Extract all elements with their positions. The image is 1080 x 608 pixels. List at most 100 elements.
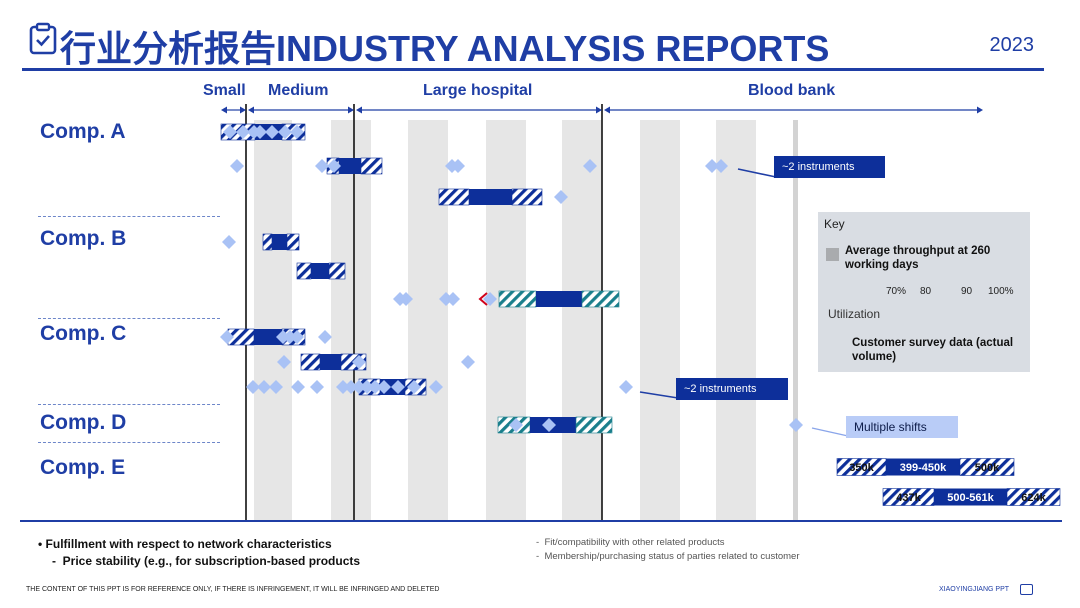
throughput-column — [562, 120, 602, 520]
bullet-main-text: Fulfillment with respect to network char… — [45, 537, 332, 551]
survey-diamond — [318, 330, 332, 344]
survey-diamond — [290, 125, 304, 139]
survey-diamond — [230, 159, 244, 173]
alert-chevron-icon — [478, 292, 488, 306]
survey-diamond — [344, 380, 358, 394]
arrow-head-right — [596, 106, 602, 114]
survey-diamond — [257, 380, 271, 394]
row-separator — [38, 404, 220, 405]
range-high-segment — [959, 458, 1015, 476]
legend-average-swatch — [826, 248, 839, 261]
survey-diamond — [336, 380, 350, 394]
legend-average-label: Average throughput at 260 working days — [845, 245, 991, 271]
survey-diamond — [291, 380, 305, 394]
survey-diamond — [705, 159, 719, 173]
survey-diamond — [310, 380, 324, 394]
arrow-head-left — [604, 106, 610, 114]
callout-pointer — [737, 168, 777, 178]
survey-diamond — [223, 125, 237, 139]
note-2-text: Membership/purchasing status of parties … — [544, 551, 800, 562]
clipboard-icon — [26, 22, 60, 56]
category-small: Small — [203, 82, 246, 99]
company-e-label: Comp. E — [40, 456, 126, 479]
bottom-divider — [20, 520, 1062, 522]
arrow-head-right — [240, 106, 246, 114]
category-blood-bank: Blood bank — [748, 82, 836, 99]
survey-diamond — [483, 292, 497, 306]
survey-diamond — [315, 159, 329, 173]
arrow-head-left — [356, 106, 362, 114]
callout-pointer — [811, 427, 849, 437]
survey-diamond — [246, 380, 260, 394]
survey-diamond — [327, 159, 341, 173]
row-separator — [38, 442, 220, 443]
utilization-high-segment — [360, 157, 383, 175]
throughput-column — [331, 120, 371, 520]
page-title: 行业分析报告INDUSTRY ANALYSIS REPORTS — [60, 28, 830, 69]
legend-key: Key Average throughput at 260 working da… — [818, 212, 1030, 372]
bullet-sub: - Price stability (e.g., for subscriptio… — [52, 554, 361, 568]
utilization-high-segment — [575, 416, 613, 434]
row-separator — [38, 318, 220, 319]
survey-diamond — [222, 235, 236, 249]
company-b-label: Comp. B — [40, 227, 127, 250]
utilization-core-segment — [272, 234, 287, 250]
utilization-core-segment — [469, 189, 512, 205]
range-low-label: 437k — [896, 492, 921, 504]
range-high-segment — [1006, 488, 1061, 506]
bullet-main: • Fulfillment with respect to network ch… — [38, 537, 332, 551]
utilization-low-segment — [262, 233, 273, 251]
utilization-core-segment — [339, 158, 361, 174]
survey-diamond — [391, 380, 405, 394]
utilization-high-segment — [328, 262, 346, 280]
survey-diamond — [714, 159, 728, 173]
arrow-head-right — [977, 106, 983, 114]
utilization-high-segment — [581, 290, 620, 308]
throughput-column — [640, 120, 680, 520]
utilization-core-segment — [254, 329, 282, 345]
company-c-label: Comp. C — [40, 322, 127, 345]
survey-diamond — [236, 125, 250, 139]
category-medium: Medium — [268, 82, 329, 99]
survey-diamond — [253, 125, 267, 139]
utilization-low-segment — [498, 290, 537, 308]
throughput-column — [408, 120, 448, 520]
throughput-column — [254, 120, 292, 520]
utilization-low-segment — [300, 353, 321, 371]
footer-disclaimer: THE CONTENT OF THIS PPT IS FOR REFERENCE… — [26, 586, 440, 593]
callout-pointer — [639, 391, 679, 399]
callout-instruments-a: ~2 instruments — [774, 156, 885, 178]
survey-diamond — [619, 380, 633, 394]
legend-tick: 80 — [920, 286, 932, 297]
note-2: - Membership/purchasing status of partie… — [536, 551, 800, 562]
survey-diamond — [277, 355, 291, 369]
row-separator — [38, 216, 220, 217]
utilization-high-segment — [286, 233, 300, 251]
throughput-column — [793, 120, 798, 520]
company-a-label: Comp. A — [40, 120, 126, 143]
survey-diamond — [377, 380, 391, 394]
legend-tick: 70% — [886, 286, 907, 297]
survey-diamond — [352, 380, 366, 394]
survey-diamond — [368, 380, 382, 394]
legend-tick: 100% — [988, 286, 1014, 297]
arrow-head-left — [221, 106, 227, 114]
note-1: - Fit/compatibility with other related p… — [536, 537, 725, 548]
category-large-hospital: Large hospital — [423, 82, 533, 99]
survey-diamond — [399, 292, 413, 306]
utilization-low-segment — [438, 188, 470, 206]
survey-diamond — [451, 159, 465, 173]
range-core-segment — [886, 458, 960, 476]
arrow-head-left — [248, 106, 254, 114]
survey-diamond — [278, 125, 292, 139]
legend-title: Key — [824, 217, 845, 231]
survey-diamond — [352, 355, 366, 369]
survey-diamond — [429, 380, 443, 394]
survey-diamond — [360, 380, 374, 394]
survey-diamond — [265, 125, 279, 139]
survey-diamond — [509, 418, 523, 432]
survey-diamond — [789, 418, 803, 432]
survey-diamond — [542, 418, 556, 432]
survey-diamond — [220, 330, 234, 344]
utilization-low-segment — [296, 262, 312, 280]
